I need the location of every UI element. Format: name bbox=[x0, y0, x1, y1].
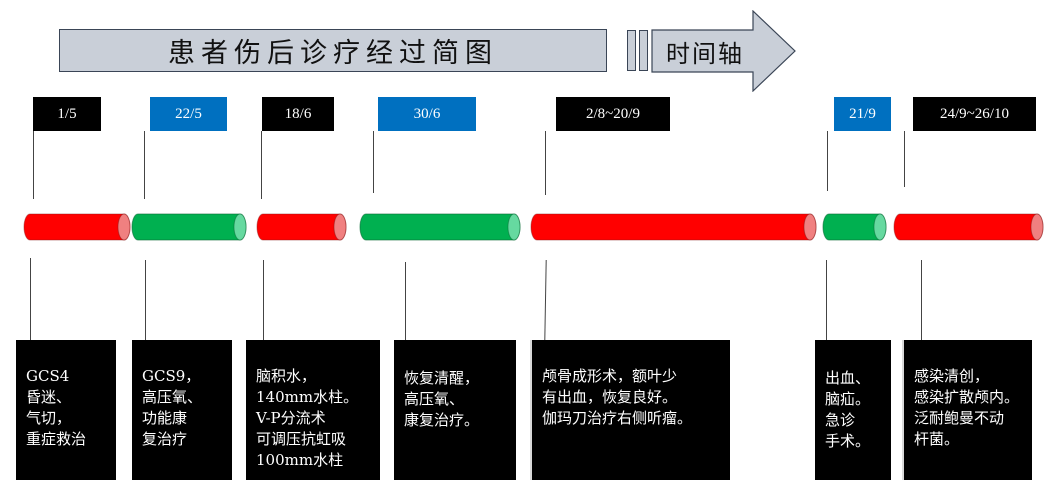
date-label: 2/8~20/9 bbox=[556, 97, 670, 131]
date-label: 1/5 bbox=[33, 97, 101, 131]
connector-line bbox=[921, 260, 922, 340]
timeline-segment-red bbox=[893, 213, 1044, 241]
connector-line bbox=[544, 260, 547, 340]
stage-note: 恢复清醒， 高压氧、 康复治疗。 bbox=[394, 340, 516, 480]
timeline-segment-green bbox=[359, 213, 521, 241]
timeline-segment-end-cap bbox=[233, 213, 247, 241]
connector-line bbox=[144, 131, 145, 199]
connector-line bbox=[373, 131, 374, 193]
timeline-segment-end-cap bbox=[803, 213, 817, 241]
connector-line bbox=[545, 131, 546, 195]
stage-note: GCS4 昏迷、 气切， 重症救治 bbox=[16, 340, 116, 480]
connector-line bbox=[405, 262, 406, 340]
stage-note: 颅骨成形术，额叶少 有出血，恢复良好。 伽玛刀治疗右侧听瘤。 bbox=[532, 340, 730, 480]
timeline-segment-end-cap bbox=[117, 213, 131, 241]
arrow-tail-stripe bbox=[627, 30, 636, 71]
stage-note: 感染清创， 感染扩散颅内。 泛耐鲍曼不动 杆菌。 bbox=[904, 340, 1032, 480]
timeline-segments bbox=[23, 213, 1044, 241]
date-label: 22/5 bbox=[150, 97, 227, 131]
connector-line bbox=[827, 131, 828, 191]
date-label: 30/6 bbox=[378, 97, 476, 131]
timeline-segment-end-cap bbox=[333, 213, 347, 241]
arrow-tail-stripe bbox=[639, 30, 648, 71]
timeline-segment-red bbox=[23, 213, 131, 241]
timeline-segment-green bbox=[131, 213, 247, 241]
timeline-segment-end-cap bbox=[1030, 213, 1044, 241]
timeline-segment-end-cap bbox=[507, 213, 521, 241]
connector-line bbox=[261, 131, 262, 199]
date-label: 24/9~26/10 bbox=[913, 97, 1036, 131]
connector-line bbox=[33, 131, 34, 199]
connector-line bbox=[30, 258, 31, 340]
timeline-segment-red bbox=[256, 213, 347, 241]
diagram-title: 患者伤后诊疗经过简图 bbox=[59, 29, 607, 72]
connector-line bbox=[263, 260, 264, 340]
time-axis-label: 时间轴 bbox=[666, 39, 744, 68]
timeline-segment-red bbox=[530, 213, 817, 241]
timeline-segment-end-cap bbox=[873, 213, 887, 241]
date-label: 18/6 bbox=[262, 97, 334, 131]
connector-line bbox=[904, 131, 905, 187]
stage-note: GCS9， 高压氧、 功能康 复治疗 bbox=[132, 340, 232, 480]
connector-line bbox=[826, 260, 827, 340]
connector-line bbox=[145, 260, 146, 340]
date-label: 21/9 bbox=[834, 97, 891, 131]
stage-note: 脑积水， 140mm水柱。 V-P分流术 可调压抗虹吸 100mm水柱 bbox=[246, 340, 380, 480]
timeline-arrow-icon bbox=[651, 10, 796, 92]
stage-note: 出血、 脑疝。 急诊 手术。 bbox=[815, 340, 891, 480]
